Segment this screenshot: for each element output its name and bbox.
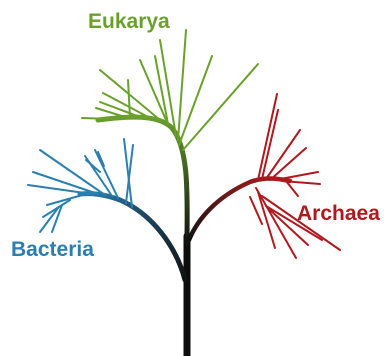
archaea-twig	[262, 110, 278, 179]
archaea-twig	[275, 172, 318, 180]
bacteria-label: Bacteria	[11, 239, 94, 260]
eukarya-twig	[82, 118, 112, 119]
archaea-label: Archaea	[297, 203, 380, 224]
archaea-twig	[286, 181, 298, 196]
bacteria-branches	[28, 139, 133, 232]
eukarya-label: Eukarya	[88, 11, 170, 32]
bacteria-twig	[124, 139, 132, 207]
eukarya-twig	[155, 56, 168, 124]
eukarya-main-branch	[98, 117, 187, 244]
archaea-main-branch	[189, 179, 290, 241]
eukarya-twig	[128, 80, 130, 117]
eukarya-twig	[183, 64, 258, 150]
bacteria-twig	[40, 208, 58, 232]
archaea-branches	[250, 94, 340, 258]
eukarya-branches	[82, 30, 258, 150]
eukarya-twig	[178, 30, 186, 140]
bacteria-twig	[86, 160, 100, 172]
